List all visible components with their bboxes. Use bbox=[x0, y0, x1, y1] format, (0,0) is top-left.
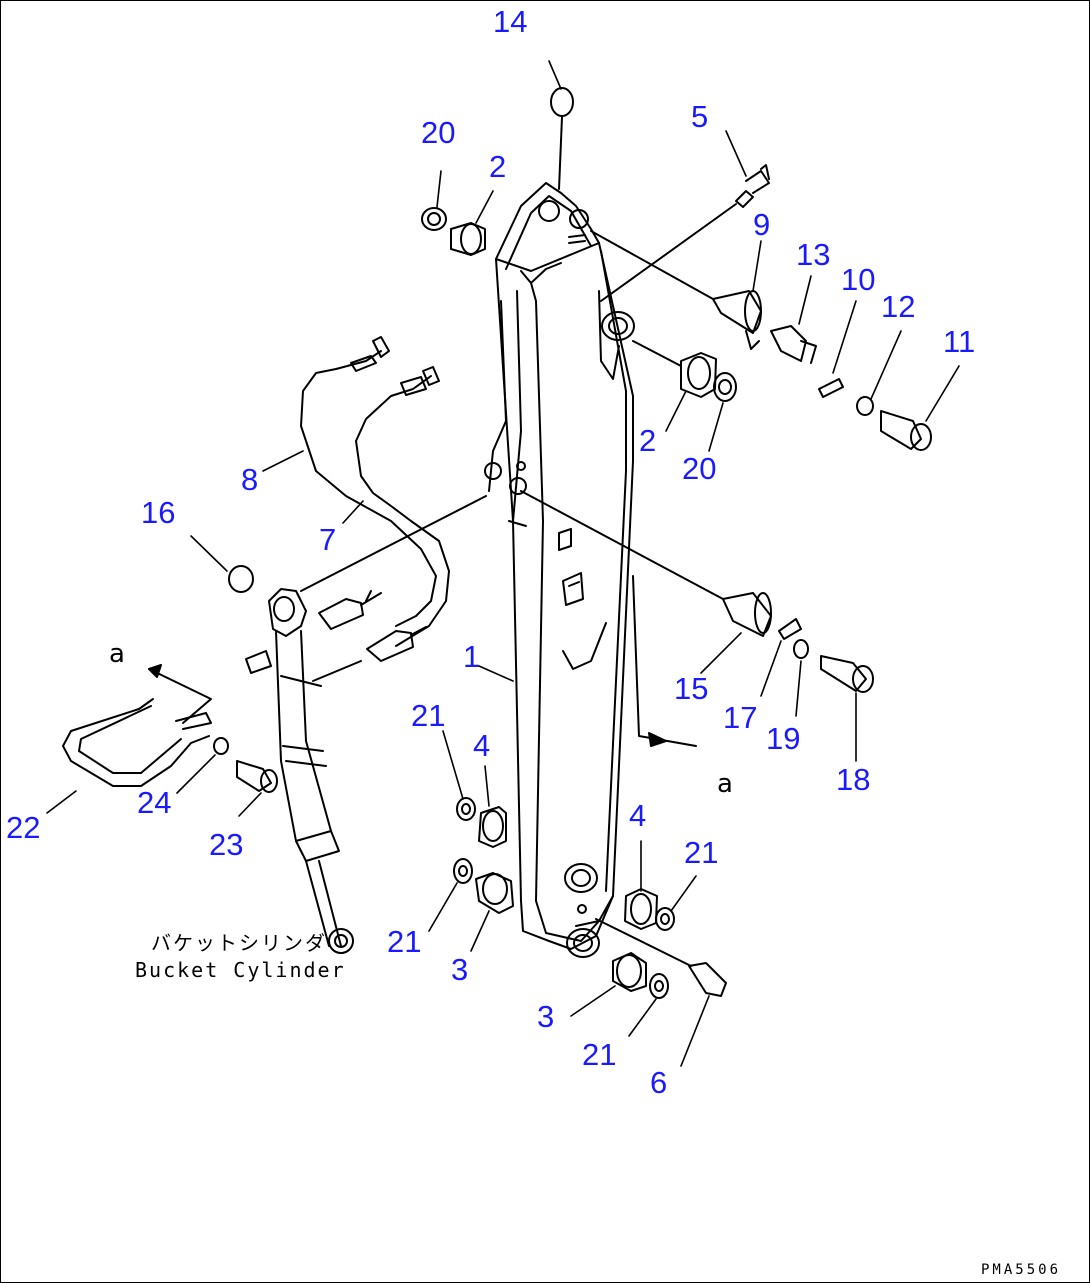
callout-21-d: 21 bbox=[582, 1037, 617, 1072]
callout-21-a: 21 bbox=[411, 698, 446, 733]
callout-6: 6 bbox=[650, 1065, 668, 1100]
callout-13: 13 bbox=[796, 237, 831, 272]
callout-2-right: 2 bbox=[639, 423, 657, 458]
callout-10: 10 bbox=[841, 262, 876, 297]
callout-11: 11 bbox=[943, 324, 976, 359]
callout-23: 23 bbox=[209, 827, 244, 862]
drawing-code: PMA5506 bbox=[981, 1262, 1062, 1278]
callout-9: 9 bbox=[753, 207, 771, 242]
arm-body bbox=[484, 182, 635, 958]
callout-20-right: 20 bbox=[682, 451, 717, 486]
callout-21-c: 21 bbox=[684, 835, 719, 870]
callout-22: 22 bbox=[6, 810, 41, 845]
hoses bbox=[300, 336, 450, 662]
callout-12: 12 bbox=[881, 289, 916, 324]
cylinder-label-jp: バケットシリンダ bbox=[151, 931, 327, 955]
cylinder-label-en: Bucket Cylinder bbox=[135, 958, 346, 982]
callout-21-b: 21 bbox=[387, 924, 422, 959]
callout-15: 15 bbox=[674, 671, 709, 706]
callout-3-left: 3 bbox=[451, 952, 469, 987]
washer-14 bbox=[550, 87, 574, 117]
callout-7: 7 bbox=[319, 522, 337, 557]
callout-8: 8 bbox=[241, 462, 259, 497]
bucket-cylinder bbox=[245, 495, 487, 954]
view-marker-a-right: a bbox=[717, 769, 733, 799]
view-marker-a-left: a bbox=[109, 639, 125, 669]
callout-14: 14 bbox=[493, 4, 528, 39]
callout-3-right: 3 bbox=[537, 999, 555, 1034]
callout-17: 17 bbox=[723, 700, 758, 735]
callout-19: 19 bbox=[766, 721, 801, 756]
callout-20-top: 20 bbox=[421, 115, 456, 150]
callout-1: 1 bbox=[463, 639, 481, 674]
callout-16: 16 bbox=[141, 495, 176, 530]
callout-5: 5 bbox=[691, 99, 709, 134]
leader-lines bbox=[46, 60, 960, 1067]
callout-2-top: 2 bbox=[489, 149, 507, 184]
callout-4-right: 4 bbox=[629, 798, 647, 833]
callout-18: 18 bbox=[836, 762, 871, 797]
callout-4-left: 4 bbox=[473, 728, 491, 763]
callout-24: 24 bbox=[137, 785, 172, 820]
